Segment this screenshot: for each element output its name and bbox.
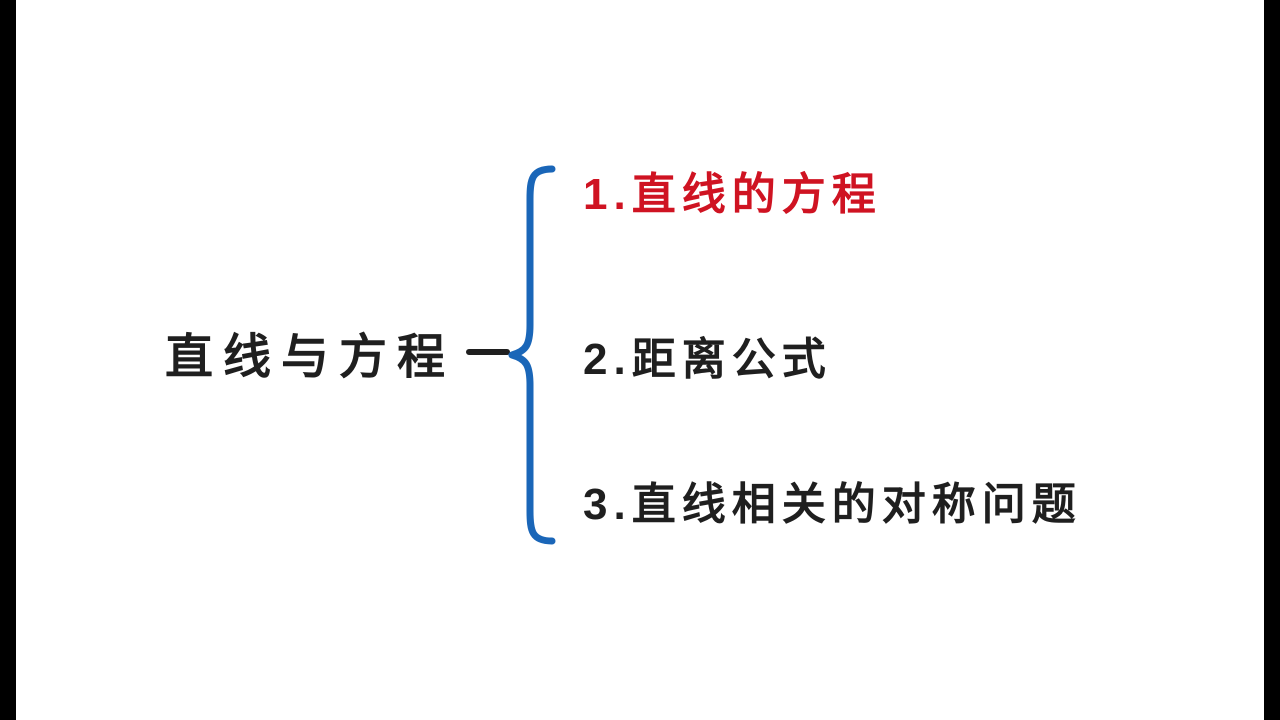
branch-item-line-equations: 1.直线的方程	[583, 170, 882, 219]
curly-brace-path	[508, 165, 556, 545]
curly-brace-icon	[508, 165, 556, 545]
branch-item-distance-formulas: 2.距离公式	[583, 335, 832, 384]
root-connector-line	[466, 349, 510, 355]
letterbox-right	[1264, 0, 1280, 720]
branch-item-symmetry-problems: 3.直线相关的对称问题	[583, 480, 1082, 529]
letterbox-left	[0, 0, 16, 720]
root-topic-label: 直线与方程	[165, 331, 456, 384]
